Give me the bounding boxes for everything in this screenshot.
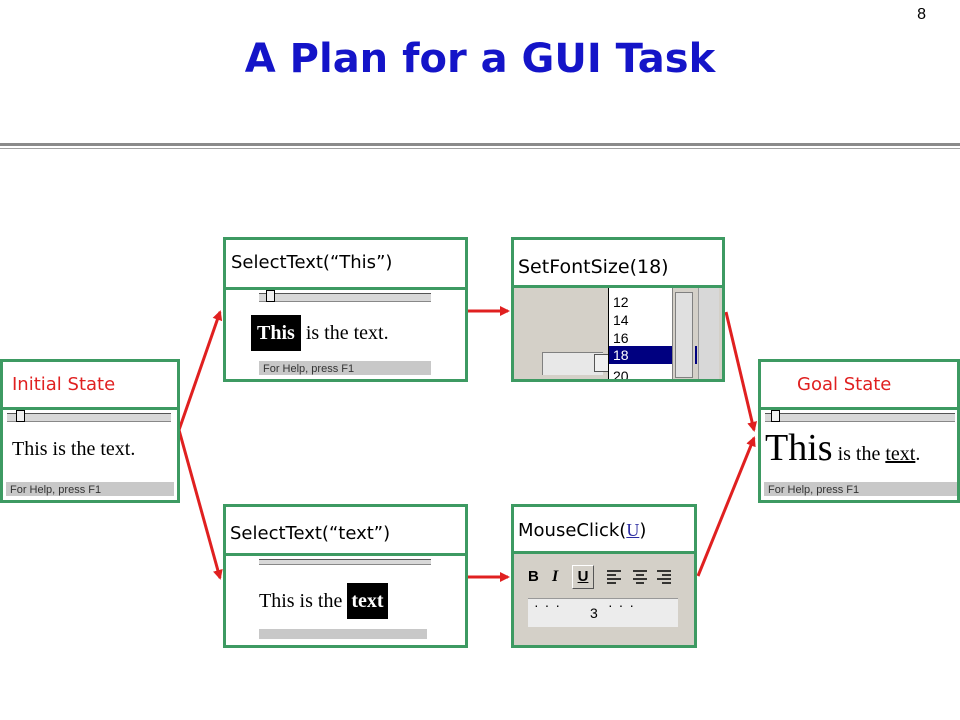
align-right-icon[interactable] xyxy=(656,569,672,585)
goal-state-label: Goal State xyxy=(761,362,957,410)
ruler xyxy=(259,559,431,565)
scrollbar-thumb[interactable] xyxy=(675,292,693,378)
arrow-initial-to-select-this xyxy=(177,310,223,431)
remaining-text: is the xyxy=(832,443,886,465)
align-left-icon[interactable] xyxy=(606,569,622,585)
font-size-option[interactable]: 16 xyxy=(613,330,629,346)
ruler-indent-handle xyxy=(771,410,780,422)
select-this-label: SelectText(“This”) xyxy=(226,240,465,290)
initial-state-screenshot: This is the text. For Help, press F1 xyxy=(3,410,177,500)
status-bar: For Help, press F1 xyxy=(764,482,957,496)
mouse-click-box: MouseClick(U) B I U ··· 3 ··· xyxy=(511,504,697,648)
scrollbar-track xyxy=(698,288,719,379)
font-size-list: 12 14 16 18 20 xyxy=(608,288,697,379)
underline-button[interactable]: U xyxy=(572,565,594,589)
font-size-dropdown-screenshot: 12 14 16 18 20 xyxy=(514,288,722,379)
slide-number: 8 xyxy=(917,6,926,23)
align-center-icon[interactable] xyxy=(632,569,648,585)
font-size-option[interactable]: 14 xyxy=(613,312,629,328)
title-divider xyxy=(0,143,960,146)
italic-button[interactable]: I xyxy=(552,568,559,585)
ruler: ··· 3 ··· xyxy=(528,597,678,627)
ruler-indent-handle xyxy=(16,410,25,422)
select-text-text: This is the text xyxy=(259,583,388,619)
ruler xyxy=(259,293,431,302)
set-font-size-label: SetFontSize(18) xyxy=(514,240,722,288)
title-divider-thin xyxy=(0,148,960,149)
initial-state-box: Initial State This is the text. For Help… xyxy=(0,359,180,503)
bold-button[interactable]: B xyxy=(528,568,539,585)
goal-state-screenshot: This is the text. For Help, press F1 xyxy=(761,410,957,500)
ruler-mark: 3 xyxy=(590,605,598,621)
toolbar-row: B I U xyxy=(528,565,688,590)
enlarged-word: This xyxy=(765,427,833,469)
select-text-box: SelectText(“text”) This is the text xyxy=(223,504,468,648)
initial-state-text: This is the text. xyxy=(12,438,136,460)
select-text-label: SelectText(“text”) xyxy=(226,507,465,556)
select-this-box: SelectText(“This”) This is the text. For… xyxy=(223,237,468,382)
select-text-screenshot: This is the text xyxy=(226,556,465,645)
font-combo-field xyxy=(542,352,603,375)
status-bar: For Help, press F1 xyxy=(259,361,431,375)
ruler-ticks: ··· xyxy=(608,597,640,613)
select-this-screenshot: This is the text. For Help, press F1 xyxy=(226,290,465,379)
preceding-text: This is the xyxy=(259,590,348,612)
ruler-ticks: ··· xyxy=(534,597,566,613)
goal-state-text: This is the text. xyxy=(765,426,920,478)
ruler-indent-handle xyxy=(266,290,275,302)
mouse-click-label: MouseClick(U) xyxy=(514,507,694,554)
arrow-mouse-click-to-goal xyxy=(696,436,756,577)
set-font-size-box: SetFontSize(18) 12 14 16 18 20 xyxy=(511,237,725,382)
ruler xyxy=(7,413,171,422)
remaining-text: is the text. xyxy=(300,322,389,344)
select-this-text: This is the text. xyxy=(251,315,389,351)
period: . xyxy=(915,443,921,465)
font-size-option[interactable]: 12 xyxy=(613,294,629,310)
mouse-click-label-prefix: MouseClick( xyxy=(518,520,627,541)
list-scrollbar[interactable] xyxy=(672,288,695,379)
status-bar: For Help, press F1 xyxy=(6,482,174,496)
font-size-option[interactable]: 20 xyxy=(613,368,629,379)
mouse-click-label-suffix: ) xyxy=(639,520,647,541)
status-bar xyxy=(259,629,427,639)
mouse-click-target: U xyxy=(626,520,640,540)
selected-word: text xyxy=(347,583,388,619)
toolbar-screenshot: B I U ··· 3 ··· xyxy=(514,554,694,645)
slide-title: A Plan for a GUI Task xyxy=(244,36,716,82)
underlined-word: text xyxy=(885,443,916,465)
goal-state-box: Goal State This is the text. For Help, p… xyxy=(758,359,960,503)
initial-state-label: Initial State xyxy=(3,362,177,410)
ruler xyxy=(765,413,955,422)
arrow-font-size-to-goal xyxy=(724,311,758,432)
selected-word: This xyxy=(251,315,301,351)
arrow-initial-to-select-text xyxy=(177,429,223,580)
